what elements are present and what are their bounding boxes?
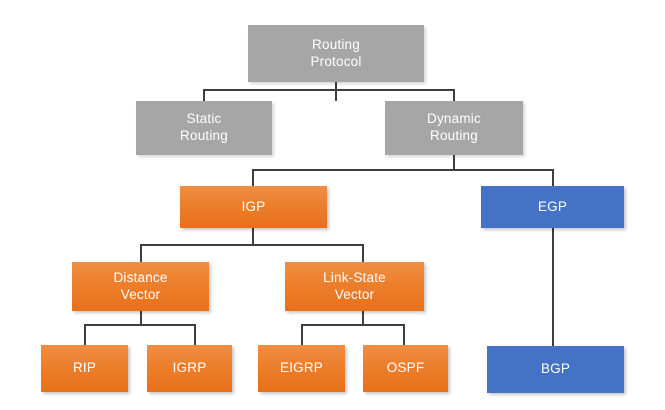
- node-ospf[interactable]: OSPF: [363, 345, 448, 392]
- node-link-state-vector[interactable]: Link-State Vector: [285, 262, 424, 311]
- node-bgp[interactable]: BGP: [487, 346, 624, 393]
- node-static-routing-label: Static Routing: [180, 111, 228, 143]
- node-rip[interactable]: RIP: [41, 345, 128, 392]
- connector-level2-bus: [252, 169, 554, 171]
- connector-to-static-routing: [203, 89, 205, 102]
- connector-to-igp: [252, 169, 254, 186]
- node-dynamic-routing-label: Dynamic Routing: [427, 111, 481, 143]
- connector-to-eigrp: [301, 324, 303, 345]
- node-static-routing[interactable]: Static Routing: [136, 101, 272, 155]
- node-rip-label: RIP: [72, 360, 97, 376]
- connector-root-stem: [335, 82, 337, 101]
- node-egp[interactable]: EGP: [481, 186, 624, 228]
- node-igrp[interactable]: IGRP: [147, 345, 232, 392]
- connector-to-ospf: [403, 324, 405, 345]
- connector-level3-bus: [140, 244, 364, 246]
- connector-igp-stem: [252, 228, 254, 245]
- node-igp[interactable]: IGP: [180, 186, 327, 228]
- connector-egp-to-bgp: [552, 228, 554, 346]
- node-ospf-label: OSPF: [386, 360, 425, 376]
- node-dynamic-routing[interactable]: Dynamic Routing: [385, 101, 523, 155]
- connector-distance-vector-stem: [140, 311, 142, 325]
- node-link-state-vector-label: Link-State Vector: [323, 269, 386, 302]
- connector-to-rip: [84, 324, 86, 345]
- connector-to-igrp: [194, 324, 196, 345]
- connector-link-state-vector-stem: [362, 311, 364, 325]
- connector-to-egp: [552, 169, 554, 186]
- connector-to-distance-vector: [140, 244, 142, 262]
- connector-dynamic-routing-stem: [453, 155, 455, 170]
- connector-level1-bus: [203, 89, 455, 91]
- node-distance-vector[interactable]: Distance Vector: [72, 262, 209, 311]
- connector-distance-vector-bus: [84, 324, 196, 326]
- node-routing-protocol[interactable]: Routing Protocol: [248, 25, 424, 82]
- connector-to-link-state-vector: [362, 244, 364, 262]
- node-eigrp[interactable]: EIGRP: [258, 345, 345, 392]
- node-igrp-label: IGRP: [172, 360, 207, 376]
- node-eigrp-label: EIGRP: [279, 360, 323, 376]
- connector-link-state-vector-bus: [301, 324, 405, 326]
- node-bgp-label: BGP: [540, 361, 571, 377]
- connector-to-dynamic-routing: [453, 89, 455, 102]
- node-igp-label: IGP: [241, 198, 266, 214]
- node-routing-protocol-label: Routing Protocol: [310, 36, 362, 69]
- node-egp-label: EGP: [537, 198, 568, 214]
- node-distance-vector-label: Distance Vector: [113, 269, 168, 302]
